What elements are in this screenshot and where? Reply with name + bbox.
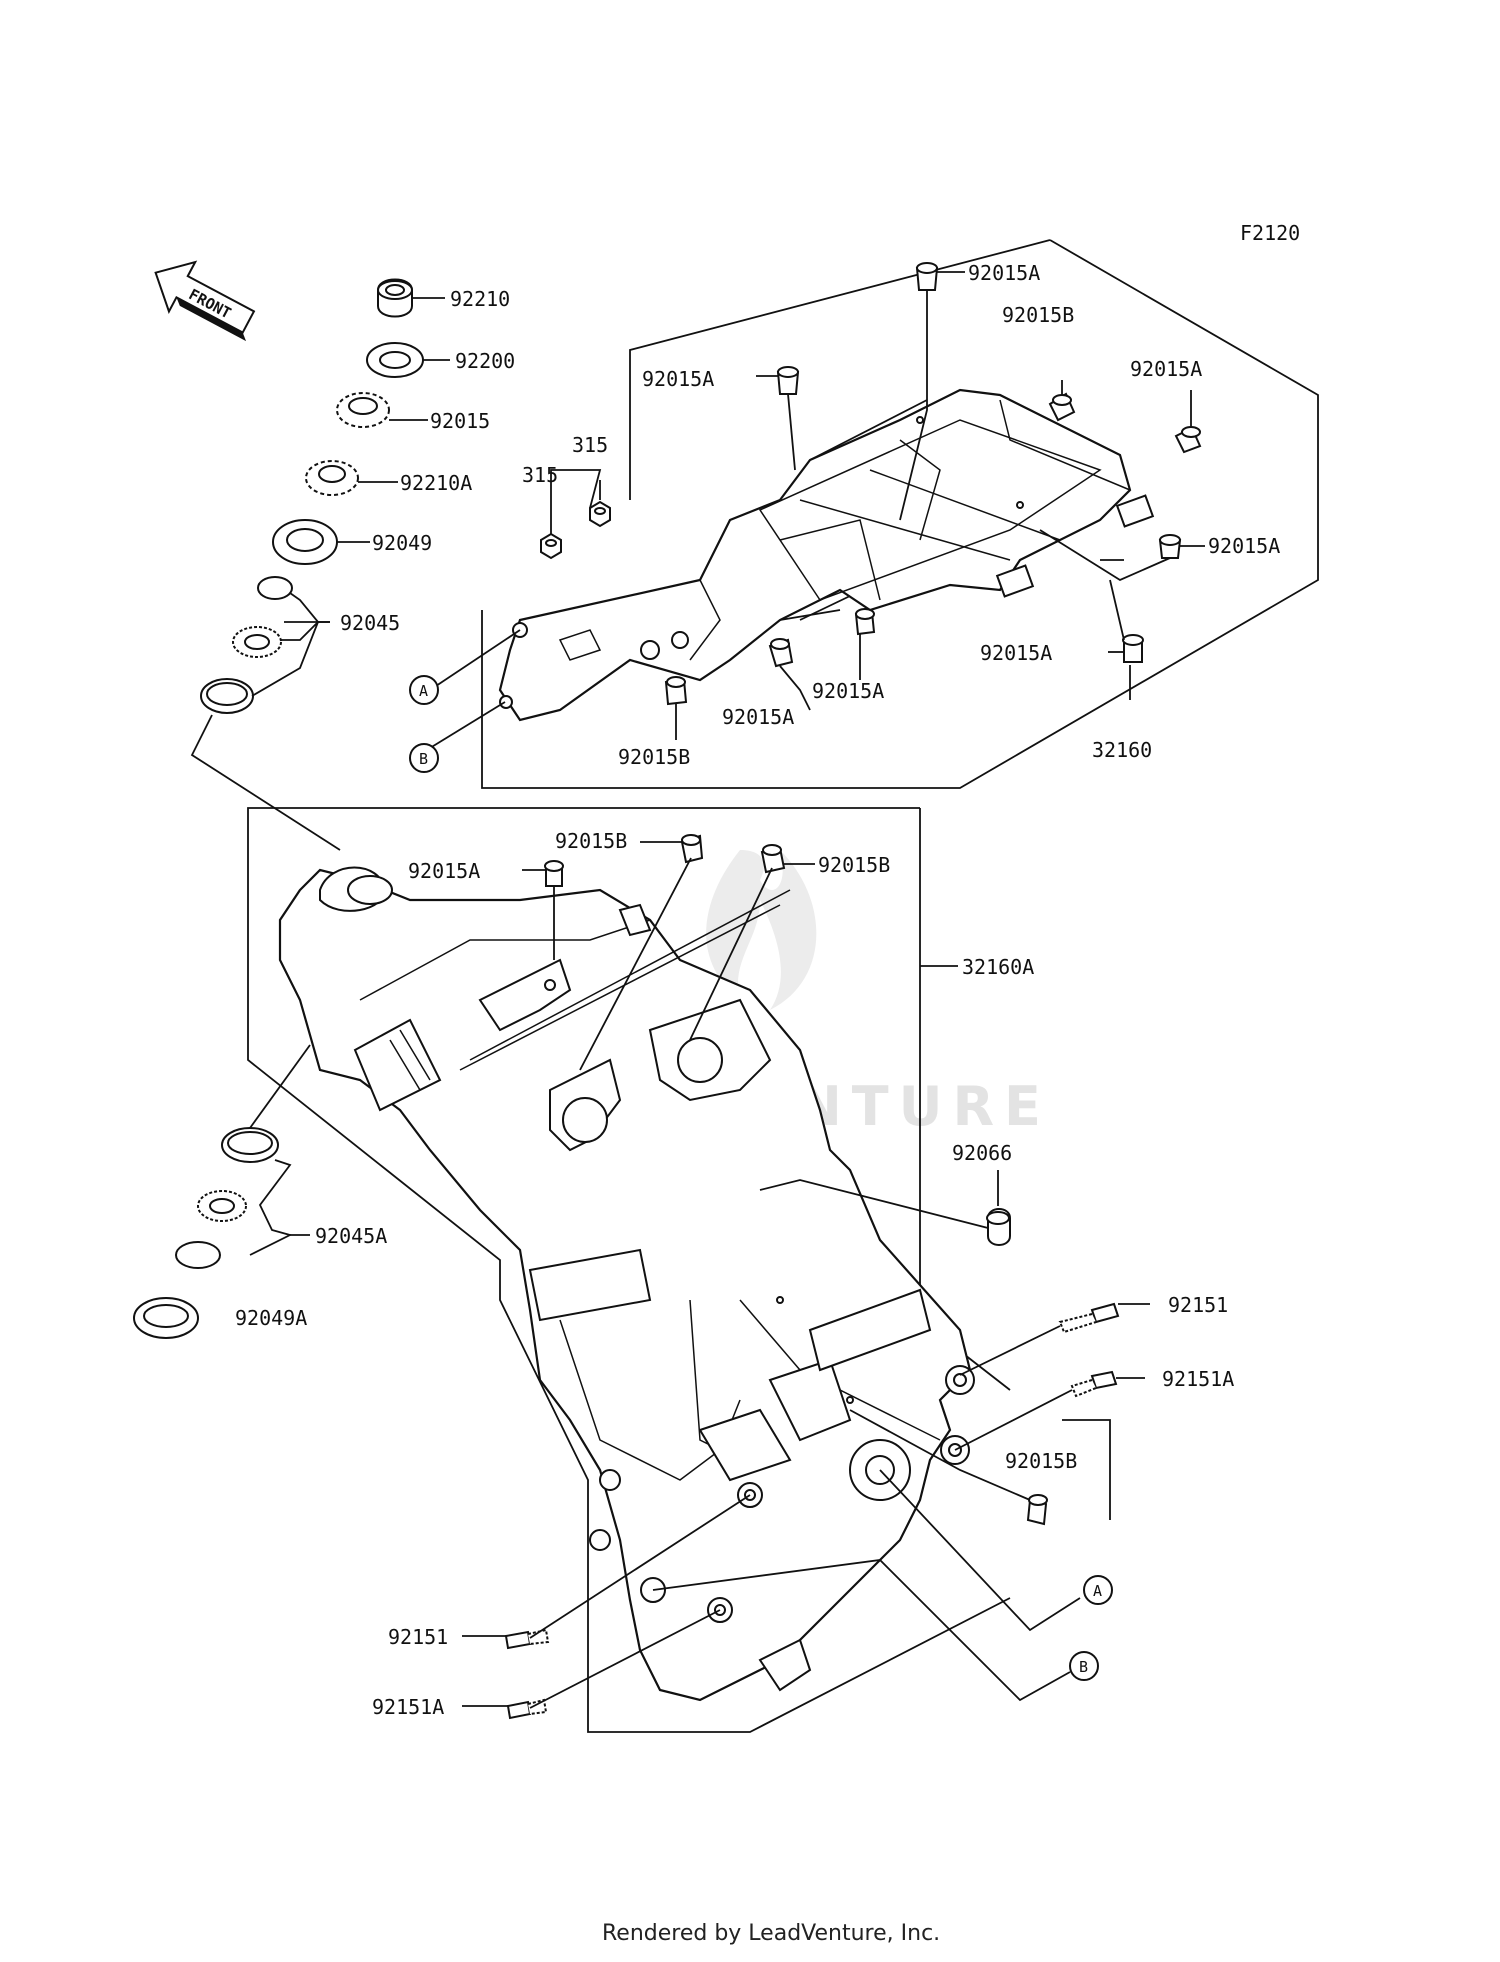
collar-icon bbox=[1048, 392, 1076, 422]
label-92015: 92015 bbox=[430, 409, 490, 433]
nut-315-icon bbox=[589, 500, 611, 528]
label-92200: 92200 bbox=[455, 349, 515, 373]
label-92049A: 92049A bbox=[235, 1306, 307, 1330]
part-92015-icon bbox=[336, 392, 390, 428]
label-92210A: 92210A bbox=[400, 471, 472, 495]
part-92210-icon bbox=[377, 278, 413, 318]
steering-parts bbox=[133, 278, 424, 1339]
label-32160A: 32160A bbox=[962, 955, 1034, 979]
part-92049A-icon bbox=[133, 1297, 199, 1339]
svg-text:A: A bbox=[419, 682, 428, 700]
mainframe-outline-bolt bbox=[1062, 1419, 1111, 1520]
label-315-2: 315 bbox=[522, 463, 558, 487]
footer-credit: Rendered by LeadVenture, Inc. bbox=[602, 1921, 940, 1946]
label-92066: 92066 bbox=[952, 1141, 1012, 1165]
part-labels: 92210 92200 92015 92210A 92049 92045 315… bbox=[235, 261, 1280, 1719]
mainframe-outline-left bbox=[247, 807, 1011, 1733]
label-92015A-6: 92015A bbox=[812, 679, 884, 703]
part-92045A-icon bbox=[175, 1127, 279, 1269]
collar-icon bbox=[854, 608, 876, 636]
label-92015A-4: 92015A bbox=[1208, 534, 1280, 558]
label-92015A-1: 92015A bbox=[968, 261, 1040, 285]
label-92015B-1: 92015B bbox=[1002, 303, 1074, 327]
label-315-1: 315 bbox=[572, 433, 608, 457]
label-92015B-4: 92015B bbox=[818, 853, 890, 877]
leader-lines bbox=[284, 271, 1205, 1709]
figure-code: F2120 bbox=[1240, 221, 1300, 245]
svg-text:B: B bbox=[1079, 1658, 1088, 1676]
collar-icon bbox=[915, 262, 939, 291]
bolt-92151A-lower-icon bbox=[506, 1698, 548, 1720]
label-92151A-1: 92151A bbox=[1162, 1367, 1234, 1391]
ref-b-top: B bbox=[409, 743, 439, 773]
label-92015A-8: 92015A bbox=[408, 859, 480, 883]
label-92049: 92049 bbox=[372, 531, 432, 555]
label-92045: 92045 bbox=[340, 611, 400, 635]
main-frame-32160A bbox=[278, 866, 975, 1702]
front-arrow-icon: FRONT bbox=[154, 260, 256, 342]
collar-icon bbox=[776, 366, 800, 395]
collar-icon bbox=[768, 638, 794, 668]
ref-a-bottom: A bbox=[1083, 1575, 1113, 1605]
collar-icon bbox=[664, 676, 688, 706]
leader-head-top bbox=[190, 714, 341, 851]
label-92210: 92210 bbox=[450, 287, 510, 311]
label-92015B-3: 92015B bbox=[555, 829, 627, 853]
label-92015A-7: 92015A bbox=[722, 705, 794, 729]
svg-text:A: A bbox=[1093, 1582, 1102, 1600]
label-92151-1: 92151 bbox=[1168, 1293, 1228, 1317]
label-32160: 32160 bbox=[1092, 738, 1152, 762]
label-92015A-3: 92015A bbox=[1130, 357, 1202, 381]
label-92045A: 92045A bbox=[315, 1224, 387, 1248]
label-92151-2: 92151 bbox=[388, 1625, 448, 1649]
collar-icon bbox=[680, 834, 704, 864]
bracket-92045A bbox=[249, 1159, 293, 1256]
part-92045-icon bbox=[200, 576, 293, 714]
collar-icon bbox=[1122, 634, 1144, 663]
collar-icon bbox=[1026, 1494, 1048, 1526]
part-92066-icon bbox=[986, 1208, 1011, 1246]
bolt-92151-icon bbox=[1058, 1302, 1120, 1334]
label-92151A-2: 92151A bbox=[372, 1695, 444, 1719]
collar-icon bbox=[1158, 534, 1182, 559]
subframe-group-outline bbox=[481, 239, 1319, 789]
leader-head-bottom bbox=[249, 1044, 311, 1129]
leader-92045 bbox=[289, 592, 330, 623]
part-92200-icon bbox=[366, 342, 424, 378]
nut-315-icon bbox=[540, 532, 562, 560]
label-92015A-2: 92015A bbox=[642, 367, 714, 391]
ref-a-top: A bbox=[409, 675, 439, 705]
collar-icon bbox=[760, 844, 786, 874]
bolt-92151A-icon bbox=[1070, 1370, 1118, 1398]
bolt-92151-lower-icon bbox=[504, 1628, 550, 1650]
collar-icon bbox=[544, 860, 564, 887]
collar-icon bbox=[1174, 426, 1202, 454]
subframe-group-outline-top bbox=[629, 239, 1051, 500]
label-92015B-5: 92015B bbox=[1005, 1449, 1077, 1473]
part-92049-icon bbox=[272, 519, 338, 565]
ref-b-bottom: B bbox=[1069, 1651, 1099, 1681]
label-92015B-2: 92015B bbox=[618, 745, 690, 769]
label-92015A-5: 92015A bbox=[980, 641, 1052, 665]
collars bbox=[504, 262, 1202, 1720]
part-92210A-icon bbox=[305, 460, 359, 496]
svg-text:B: B bbox=[419, 750, 428, 768]
